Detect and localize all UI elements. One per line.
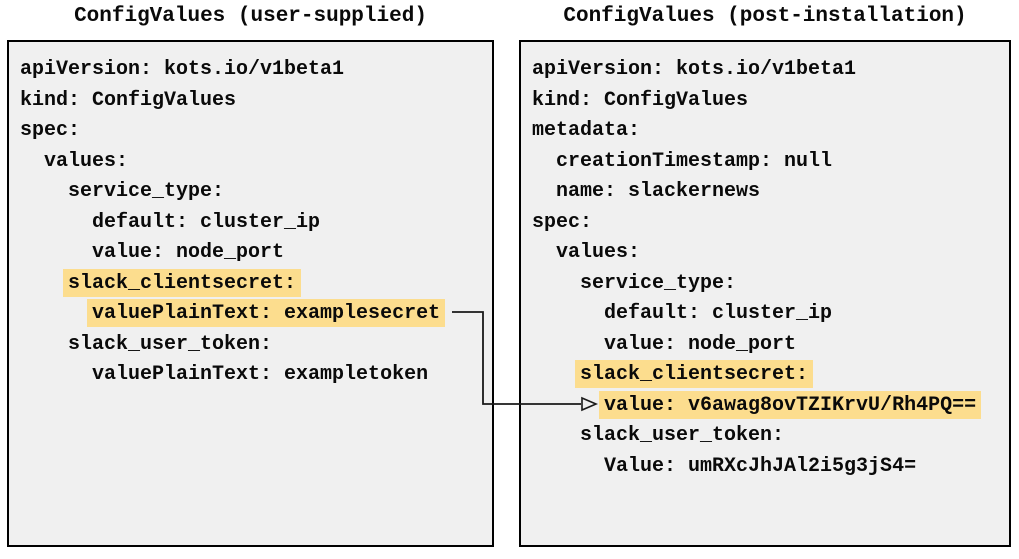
yaml-line: values: [20,147,492,178]
yaml-text: name: slackernews [556,180,761,203]
yaml-text: apiVersion: kots.io/v1beta1 [20,58,345,81]
yaml-line: creationTimestamp: null [532,147,1009,178]
yaml-text: Value: umRXcJhJAl2i5g3jS4= [604,454,917,478]
yaml-line: apiVersion: kots.io/v1beta1 [20,55,492,86]
yaml-line: default: cluster_ip [20,208,492,239]
yaml-text: apiVersion: kots.io/v1beta1 [532,58,857,81]
panel-title-post-installation: ConfigValues (post-installation) [563,5,967,28]
yaml-line: metadata: [532,116,1009,147]
yaml-text: values: [44,149,129,173]
yaml-line: values: [532,238,1009,269]
yaml-line: slack_clientsecret: [532,360,1009,391]
yaml-line: service_type: [532,269,1009,300]
yaml-line: kind: ConfigValues [532,86,1009,117]
yaml-line: valuePlainText: exampletoken [20,360,492,391]
yaml-text: creationTimestamp: null [556,149,833,173]
yaml-text: service_type: [68,180,225,203]
yaml-line: slack_clientsecret: [20,268,492,300]
yaml-text: default: cluster_ip [604,302,833,325]
yaml-line: slack_user_token: [20,330,492,361]
yaml-line: spec: [20,116,492,147]
yaml-line: value: node_port [532,330,1009,361]
yaml-text: kind: ConfigValues [532,88,749,112]
yaml-line: service_type: [20,177,492,208]
yaml-text: kind: ConfigValues [20,88,237,112]
highlighted-yaml-text: slack_clientsecret: [63,268,302,297]
yaml-line: slack_user_token: [532,421,1009,452]
yaml-text: slack_user_token: [68,332,273,356]
yaml-text: service_type: [580,271,737,295]
yaml-text: spec: [532,210,593,234]
yaml-code-post-installation: apiVersion: kots.io/v1beta1 kind: ConfigV… [521,42,1009,482]
yaml-text: value: node_port [92,241,285,264]
yaml-line: apiVersion: kots.io/v1beta1 [532,55,1009,86]
yaml-code-user-supplied: apiVersion: kots.io/v1beta1 kind: ConfigV… [9,42,492,391]
yaml-line: spec: [532,208,1009,239]
yaml-text: values: [556,241,641,264]
yaml-text: slack_user_token: [580,424,785,447]
yaml-line: value: node_port [20,238,492,269]
panel-title-user-supplied: ConfigValues (user-supplied) [74,5,427,28]
config-values-user-supplied-panel: apiVersion: kots.io/v1beta1 kind: ConfigV… [7,40,494,547]
config-values-post-installation-panel: apiVersion: kots.io/v1beta1 kind: ConfigV… [519,40,1011,547]
yaml-line: valuePlainText: examplesecret [20,299,492,330]
yaml-line: Value: umRXcJhJAl2i5g3jS4= [532,452,1009,483]
highlighted-yaml-text: value: v6awag8ovTZIKrvU/Rh4PQ== [599,390,982,419]
highlighted-yaml-text: slack_clientsecret: [575,360,814,388]
yaml-text: valuePlainText: exampletoken [92,363,429,386]
yaml-line: value: v6awag8ovTZIKrvU/Rh4PQ== [532,390,1009,422]
yaml-line: default: cluster_ip [532,299,1009,330]
yaml-text: default: cluster_ip [92,210,321,234]
yaml-line: name: slackernews [532,177,1009,208]
yaml-text: metadata: [532,119,641,142]
highlighted-yaml-text: valuePlainText: examplesecret [87,299,446,327]
yaml-text: value: node_port [604,332,797,356]
yaml-line: kind: ConfigValues [20,86,492,117]
yaml-text: spec: [20,119,81,142]
